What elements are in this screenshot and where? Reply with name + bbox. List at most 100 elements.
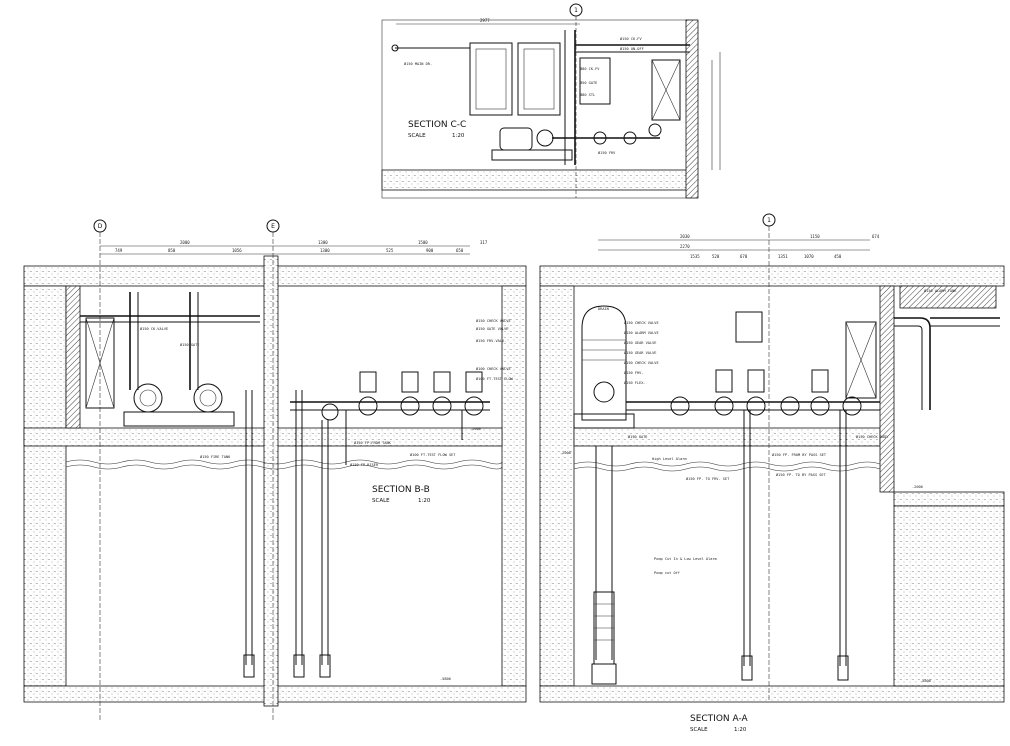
- aa-annot-10: Ø150 GATE: [628, 434, 647, 439]
- bb-annot-9: Ø150 GATE: [180, 342, 199, 347]
- bb-valve-1-icon: [321, 403, 339, 421]
- cc-panel-1-inner: [475, 48, 507, 110]
- aa-annot-13: Ø150 ALARM TANK: [924, 288, 957, 293]
- aa-gauge-box: [735, 311, 763, 343]
- aa-valve-4-icon: [780, 396, 800, 416]
- bb-scale-label: SCALE: [372, 498, 390, 504]
- bb-title: SECTION B-B: [372, 485, 430, 495]
- bb-annot-8: Ø150 CK.VALVE: [140, 326, 168, 331]
- aa-annot-11: DRAIN: [598, 307, 609, 311]
- aa-level-1: -2000: [560, 451, 571, 455]
- aa-sub-6: 450: [834, 254, 842, 259]
- aa-scale-label: SCALE: [690, 727, 708, 733]
- cc-cabinet: [651, 59, 681, 121]
- aa-left-wall: [539, 285, 575, 687]
- bb-annot-4: Ø100 FT.TEST FLOW: [476, 376, 514, 381]
- aa-annot-9: Ø150 FP. TO BY PASS SET: [776, 472, 827, 477]
- aa-annot-7: Ø150 FP. FROM BY PASS SET: [772, 452, 827, 457]
- aa-scale-value: 1:20: [734, 727, 747, 733]
- aa-valve-6-icon: [842, 396, 862, 416]
- aa-annot-8: Ø150 FP. TO FRV. SET: [686, 476, 730, 481]
- cc-annot-0: Ø150 MAIN DR.: [404, 61, 432, 66]
- aa-sub-1: 1535: [690, 254, 700, 259]
- bb-valve-2-icon: [358, 396, 378, 416]
- bb-annot-0: Ø150 CHECK VALVE: [476, 318, 511, 323]
- bb-annot-1: Ø150 GATE VALVE: [476, 326, 508, 331]
- aa-level-step: -2000: [912, 485, 923, 489]
- bb-floor-slab: [23, 427, 503, 447]
- aa-sub-5: 1070: [804, 254, 814, 259]
- bb-annot-6: Ø100 FT.TEST FLOW SET: [410, 452, 456, 457]
- cc-title: SECTION C-C: [408, 120, 466, 130]
- aa-level-high: High Level Alarm: [652, 457, 687, 461]
- cc-pump-body: [536, 129, 554, 147]
- aa-foot-valve-2: [837, 655, 849, 681]
- aa-riser-bend: [894, 317, 931, 410]
- cc-panel-2: [517, 42, 561, 116]
- aa-annot-2: Ø150 GEAR VALVE: [624, 340, 656, 345]
- aa-annot-0: Ø150 CHECK VALVE: [624, 320, 659, 325]
- bb-valve-4-icon: [432, 396, 452, 416]
- cc-scale-label: SCALE: [408, 133, 426, 139]
- aa-annot-4: Ø150 CHECK VALVE: [624, 360, 659, 365]
- bb-level-2: -5800: [440, 677, 451, 681]
- aa-pump-base: [573, 413, 635, 429]
- cc-tank: [579, 57, 611, 105]
- bb-scale-value: 1:20: [418, 498, 431, 504]
- cc-annot-3: Ø80 STL: [580, 92, 595, 97]
- aa-valve-1-icon: [670, 396, 690, 416]
- bb-control-panel: [85, 317, 115, 409]
- aa-dim-0: 2030: [680, 234, 690, 239]
- aa-dim-1: 1150: [810, 234, 820, 239]
- bb-right-wall: [501, 285, 527, 687]
- cc-pump-motor: [499, 127, 533, 151]
- bb-dim-3: 317: [480, 240, 488, 245]
- section-b-b: 2000 1300 1500 317 749 850 1056 1300 525…: [23, 219, 527, 720]
- aa-dim-2: 674: [872, 234, 880, 239]
- aa-valve-3-icon: [746, 396, 766, 416]
- bb-sub-4: 525: [386, 248, 394, 253]
- bb-water-line: [65, 459, 503, 465]
- cc-annot-4: Ø150 FRV: [598, 150, 616, 155]
- aa-pump-impeller-icon: [593, 381, 615, 403]
- bb-valve-2-actuator: [359, 371, 377, 393]
- aa-top-slab: [539, 265, 1005, 287]
- aa-sub-3: 670: [740, 254, 748, 259]
- aa-water-line: [573, 461, 881, 467]
- aa-annot-12: Ø150 CHECK BODY: [856, 434, 889, 439]
- grid-marker-e-label: E: [271, 223, 275, 230]
- bb-sub-5: 900: [426, 248, 434, 253]
- bb-annot-10: Ø150 FIRE TANK: [200, 454, 231, 459]
- aa-valve-2-icon: [714, 396, 734, 416]
- bb-annot-2: Ø150 FRV.VALV.: [476, 338, 506, 343]
- bb-sub-3: 1300: [320, 248, 330, 253]
- cc-valve-2-icon: [623, 131, 637, 145]
- bb-dim-1: 1300: [318, 240, 328, 245]
- aa-annot-1: Ø150 ALARM VALVE: [624, 330, 659, 335]
- aa-bottom-slab: [539, 685, 1005, 703]
- aa-annot-5: Ø150 FRV.: [624, 370, 643, 375]
- bb-foot-valve-1: [243, 654, 255, 678]
- cc-annot-5: Ø150 CK.FV: [620, 36, 642, 41]
- cc-panel-1: [469, 42, 513, 116]
- cc-panel-2-inner: [523, 48, 555, 110]
- cc-scale-value: 1:20: [452, 133, 465, 139]
- cc-valve-1-icon: [593, 131, 607, 145]
- bb-inner-wall: [65, 285, 81, 429]
- bb-pump-base: [123, 411, 235, 427]
- bb-annot-5: Ø150 FP.FROM TANK: [354, 440, 392, 445]
- grid-marker-1-cc-label: 1: [574, 7, 578, 14]
- aa-foot-valve-1: [741, 655, 753, 681]
- cc-annot-1: Ø80 CK.FV: [580, 66, 600, 71]
- cc-valve-3-icon: [648, 123, 662, 137]
- aa-inner-wall: [879, 285, 895, 493]
- bb-sub-0: 749: [115, 248, 123, 253]
- section-a-a: 2030 1150 674 2270 1535 520 670 1351 107…: [539, 213, 1005, 733]
- cc-wall: [685, 19, 699, 199]
- aa-sub-2: 520: [712, 254, 720, 259]
- aa-valve-5-icon: [810, 396, 830, 416]
- aa-pump-casing: [581, 305, 627, 421]
- bb-valve-3-icon: [400, 396, 420, 416]
- bb-dim-0: 2000: [180, 240, 190, 245]
